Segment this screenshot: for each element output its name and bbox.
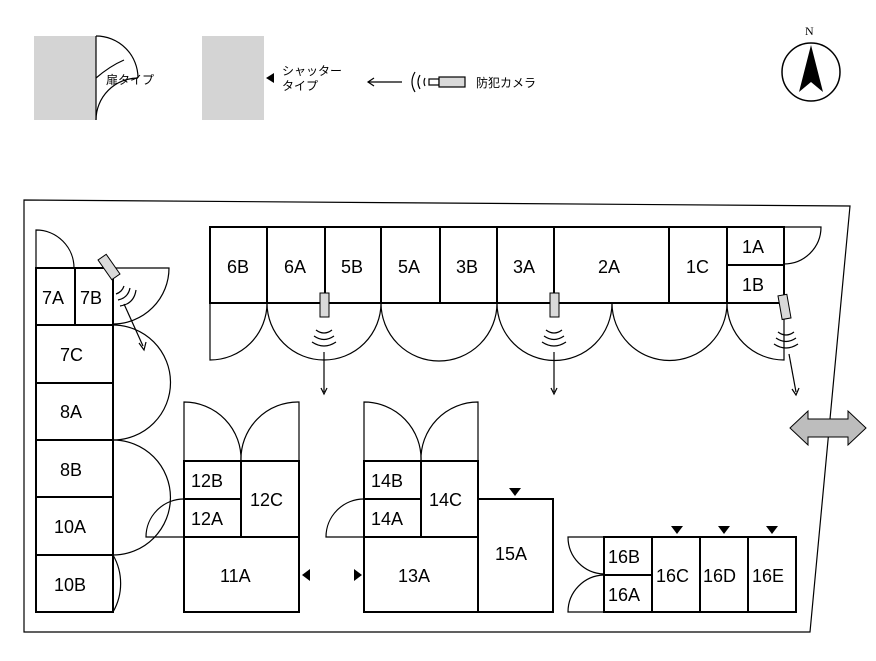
block-13-15-units — [363, 460, 554, 613]
unit-11A: 11A — [220, 566, 251, 586]
legend-camera-label: 防犯カメラ — [476, 75, 536, 90]
security-camera-icon — [97, 253, 147, 352]
block-11-12-doors — [145, 401, 300, 538]
block-11-12-units — [183, 460, 300, 613]
unit-5B: 5B — [341, 257, 363, 277]
unit-12A: 12A — [191, 509, 223, 529]
unit-2A: 2A — [598, 257, 620, 277]
block-16-units — [603, 536, 797, 613]
legend-door-unit — [34, 36, 96, 120]
unit-14B: 14B — [371, 471, 403, 491]
unit-16B: 16B — [608, 547, 640, 567]
unit-7B: 7B — [80, 288, 102, 308]
shutter-marker-icon — [354, 569, 362, 581]
unit-1C: 1C — [686, 257, 709, 277]
site-boundary — [23, 199, 851, 633]
legend-door-swing-bottom — [95, 77, 139, 121]
shutter-marker-icon — [266, 73, 274, 83]
top-row-doors — [209, 226, 822, 362]
unit-12B: 12B — [191, 471, 223, 491]
unit-3B: 3B — [456, 257, 478, 277]
unit-7A: 7A — [42, 288, 64, 308]
north-compass-icon: N — [781, 24, 841, 102]
unit-14C: 14C — [429, 490, 462, 510]
legend-door-swing-top — [95, 35, 139, 79]
unit-1B: 1B — [742, 275, 764, 295]
unit-7C: 7C — [60, 345, 83, 365]
unit-1A: 1A — [742, 237, 764, 257]
unit-6A: 6A — [284, 257, 306, 277]
unit-10B: 10B — [54, 575, 86, 595]
shutter-marker-icon — [671, 526, 683, 534]
unit-10A: 10A — [54, 517, 86, 537]
unit-16E: 16E — [752, 566, 784, 586]
unit-14A: 14A — [371, 509, 403, 529]
legend-shutter-unit — [202, 36, 264, 120]
unit-16C: 16C — [656, 566, 689, 586]
legend-door-label: 扉タイプ — [106, 73, 154, 87]
unit-8B: 8B — [60, 460, 82, 480]
shutter-marker-icon — [302, 569, 310, 581]
left-column-units — [35, 267, 114, 613]
unit-15A: 15A — [495, 544, 527, 564]
unit-13A: 13A — [398, 566, 430, 586]
block-13-15-doors — [325, 401, 479, 538]
north-label: N — [805, 24, 814, 38]
camera-legend-icon — [366, 71, 466, 93]
unit-16A: 16A — [608, 585, 640, 605]
legend-shutter-label-1: シャッター — [282, 64, 342, 78]
security-camera-icon — [311, 292, 337, 396]
block-16-doors — [567, 536, 605, 613]
shutter-marker-icon — [718, 526, 730, 534]
unit-5A: 5A — [398, 257, 420, 277]
top-row-units — [209, 226, 785, 304]
entrance-arrow-icon — [789, 409, 867, 447]
unit-16D: 16D — [703, 566, 736, 586]
unit-6B: 6B — [227, 257, 249, 277]
unit-12C: 12C — [250, 490, 283, 510]
unit-3A: 3A — [513, 257, 535, 277]
security-camera-icon — [541, 292, 567, 396]
security-camera-icon — [773, 293, 800, 397]
shutter-marker-icon — [509, 488, 521, 496]
shutter-marker-icon — [766, 526, 778, 534]
left-column-doors — [35, 229, 172, 613]
unit-8A: 8A — [60, 402, 82, 422]
legend-shutter-label-2: タイプ — [282, 79, 318, 93]
legend: 扉タイプ シャッター タイプ 防犯カメラ — [34, 35, 536, 121]
